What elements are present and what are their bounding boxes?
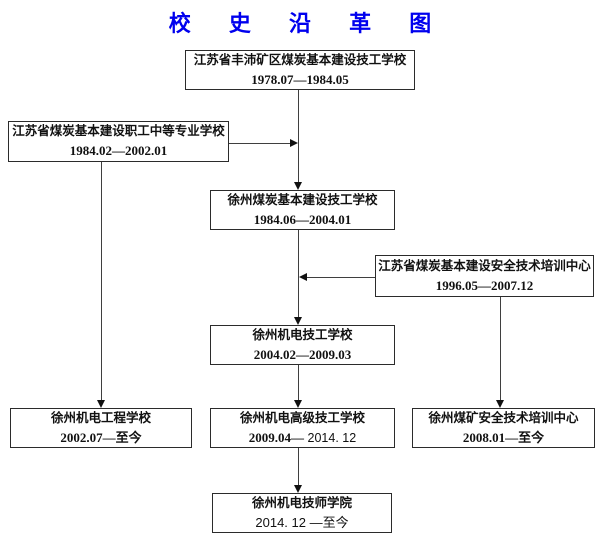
node-title: 江苏省煤炭基本建设安全技术培训中心 [378, 258, 591, 273]
node-meikuang-training-center: 徐州煤矿安全技术培训中心 2008.01—至今 [412, 408, 595, 448]
node-period: 1984.02—2002.01 [69, 143, 168, 159]
node-title: 徐州煤炭基本建设技工学校 [227, 192, 378, 207]
arrow-into-jishi-icon [294, 485, 302, 493]
node-gongcheng-school: 徐州机电工程学校 2002.07—至今 [10, 408, 192, 448]
node-title: 徐州机电技师学院 [251, 495, 352, 510]
node-fengpei-school: 江苏省丰沛矿区煤炭基本建设技工学校 1978.07—1984.05 [185, 50, 415, 90]
node-period: 1984.06—2004.01 [253, 211, 352, 227]
node-period: 2008.01—至今 [462, 429, 545, 445]
node-title: 江苏省丰沛矿区煤炭基本建设技工学校 [193, 52, 407, 67]
arrow-into-jidian-icon [294, 317, 302, 325]
edge-fengpei-to-xuzhoumeitan-line [298, 90, 299, 183]
arrow-into-xuzhoumeitan-icon [294, 182, 302, 190]
page-title: 校 史 沿 革 图 [168, 11, 448, 36]
node-xuzhou-meitan-school: 徐州煤炭基本建设技工学校 1984.06—2004.01 [210, 190, 395, 230]
node-period: 1996.05—2007.12 [435, 277, 534, 293]
node-zhongzhuan-school: 江苏省煤炭基本建设职工中等专业学校 1984.02—2002.01 [8, 121, 229, 162]
edge-anquan-to-meikuang-line [500, 297, 501, 401]
node-jishi-college: 徐州机电技师学院 2014. 12 —至今 [212, 493, 392, 533]
node-period: 2002.07—至今 [60, 429, 142, 445]
node-jidian-school: 徐州机电技工学校 2004.02—2009.03 [210, 325, 395, 365]
node-title: 徐州煤矿安全技术培训中心 [428, 410, 579, 425]
arrow-into-gaoji-icon [294, 400, 302, 408]
node-title: 徐州机电高级技工学校 [239, 410, 365, 425]
node-anquan-training-center: 江苏省煤炭基本建设安全技术培训中心 1996.05—2007.12 [375, 255, 594, 297]
node-title: 江苏省煤炭基本建设职工中等专业学校 [12, 124, 225, 139]
node-period: 1978.07—1984.05 [251, 71, 349, 87]
node-title: 徐州机电工程学校 [50, 410, 151, 425]
edge-anquan-merge-line [307, 277, 375, 278]
edge-gaoji-to-jishi-line [298, 448, 299, 486]
arrow-into-meikuang-icon [496, 400, 504, 408]
node-period: 2014. 12 —至今 [255, 514, 349, 530]
edge-zhongzhuan-merge-line [229, 143, 291, 144]
edge-jidian-to-gaoji-line [298, 365, 299, 401]
arrow-into-gongcheng-icon [97, 400, 105, 408]
edge-xuzhoumeitan-to-jidian-line [298, 230, 299, 318]
node-period-suffix: 2014. 12 [304, 430, 357, 445]
node-title: 徐州机电技工学校 [252, 327, 353, 342]
node-period: 2004.02—2009.03 [253, 346, 352, 362]
arrow-merge-right-icon [290, 139, 298, 147]
arrow-merge-left-icon [299, 273, 307, 281]
edge-zhongzhuan-to-gongcheng-line [101, 162, 102, 401]
node-period: 2009.04— 2014. 12 [248, 429, 357, 445]
node-gaoji-school: 徐州机电高级技工学校 2009.04— 2014. 12 [210, 408, 395, 448]
